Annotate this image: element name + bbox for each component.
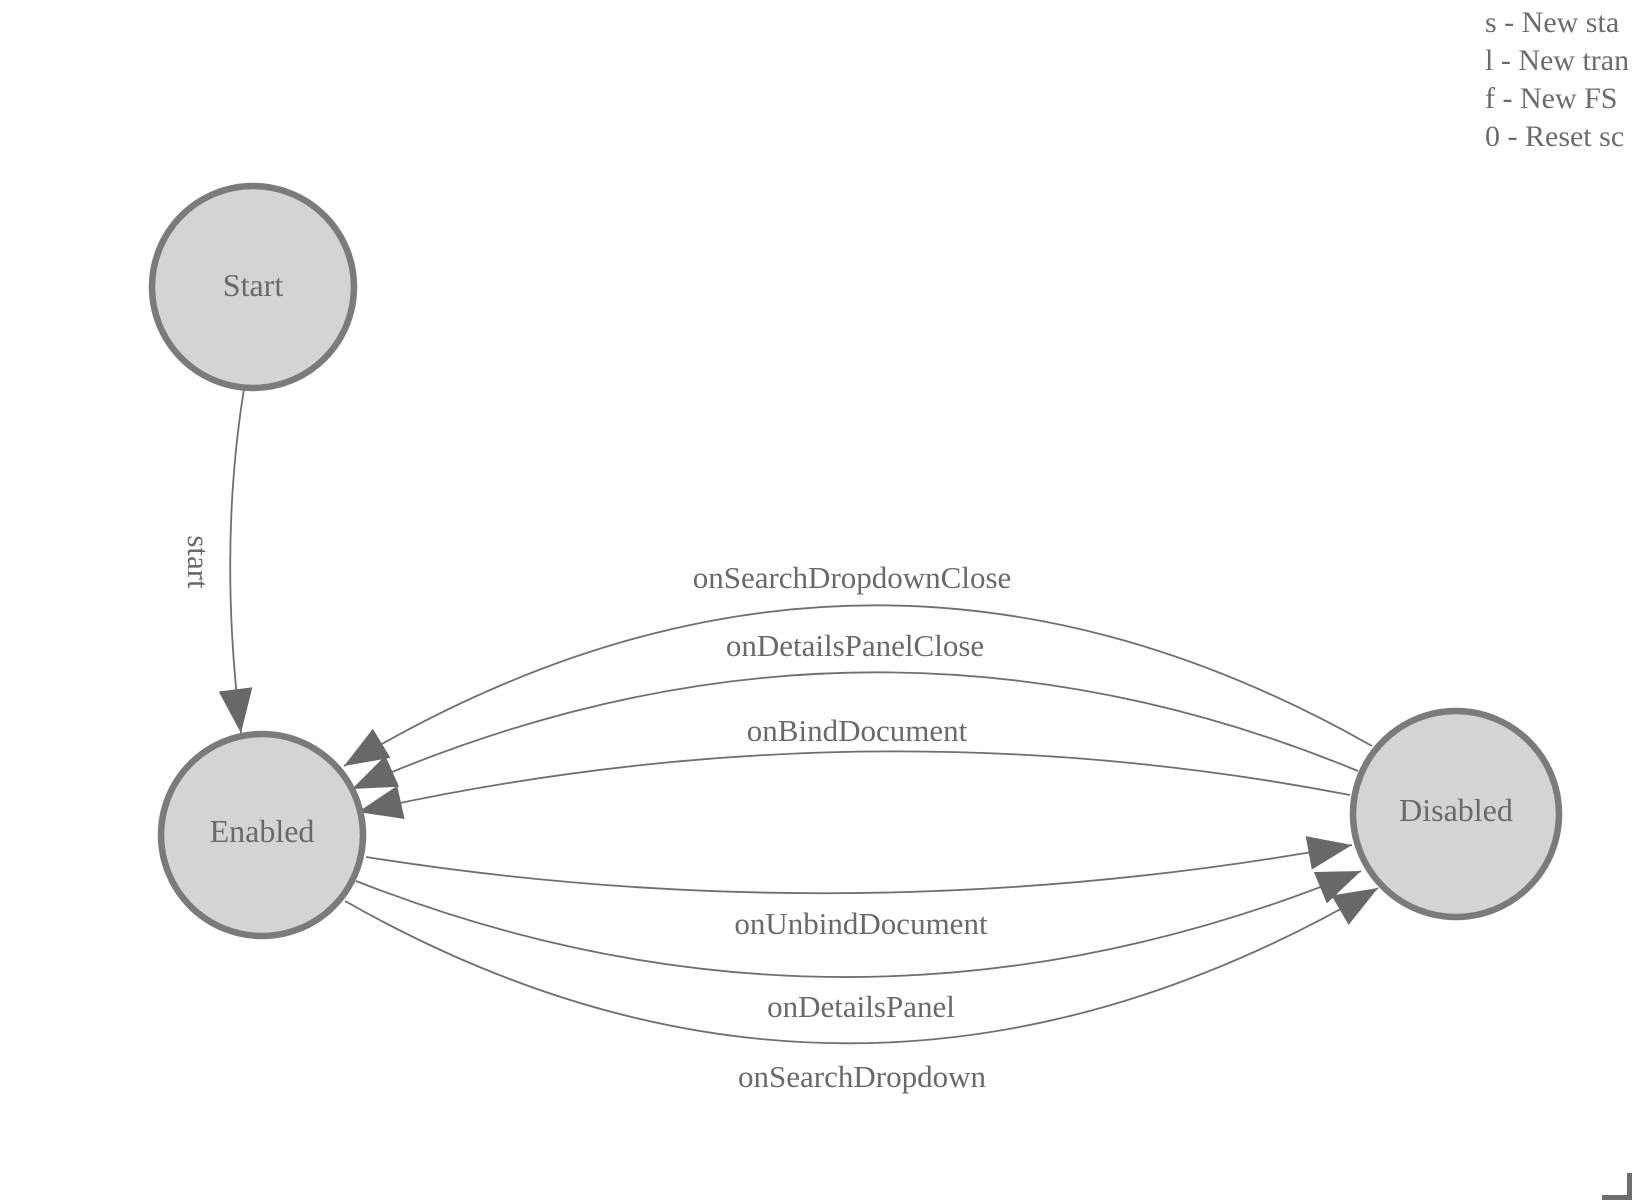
edge-label-onBindDocument: onBindDocument [747,713,968,748]
state-node-start[interactable]: Start [148,182,358,392]
edge-onSearchDropdownClose [343,604,1373,767]
state-circle-enabled[interactable] [157,730,367,940]
state-circle-start[interactable] [148,182,358,392]
edge-label-onUnbindDocument: onUnbindDocument [734,906,988,941]
state-label-enabled: Enabled [210,813,315,849]
transition-labels: start onSearchDropdownClose onDetailsPan… [181,535,1011,1094]
edge-onBindDocument [357,750,1351,819]
edge-onSearchDropdown [344,887,1379,1045]
legend-line-reset: 0 - Reset sc [1485,120,1624,153]
state-circle-disabled[interactable] [1349,707,1563,921]
edge-label-onSearchDropdown: onSearchDropdown [738,1059,986,1094]
transition-edges [218,388,1379,1045]
edge-onDetailsPanel [355,870,1362,978]
edge-label-onDetailsPanel: onDetailsPanel [767,989,955,1024]
edge-label-onDetailsPanelClose: onDetailsPanelClose [726,628,984,663]
state-node-disabled[interactable]: Disabled [1349,707,1563,921]
shortcut-legend: s - New sta l - New tran f - New FS 0 - … [1485,6,1629,153]
offscreen-element-corner [1602,1173,1632,1200]
edge-onDetailsPanelClose [351,671,1359,790]
state-label-disabled: Disabled [1399,792,1513,828]
legend-line-new-transition: l - New tran [1485,44,1629,77]
edge-label-start: start [181,535,216,589]
edge-start-to-enabled [218,388,253,734]
state-node-enabled[interactable]: Enabled [157,730,367,940]
edge-label-onSearchDropdownClose: onSearchDropdownClose [693,560,1012,595]
edge-onUnbindDocument [365,836,1353,895]
legend-line-new-fsm: f - New FS [1485,82,1618,115]
state-label-start: Start [223,267,284,303]
legend-line-new-state: s - New sta [1485,6,1619,39]
